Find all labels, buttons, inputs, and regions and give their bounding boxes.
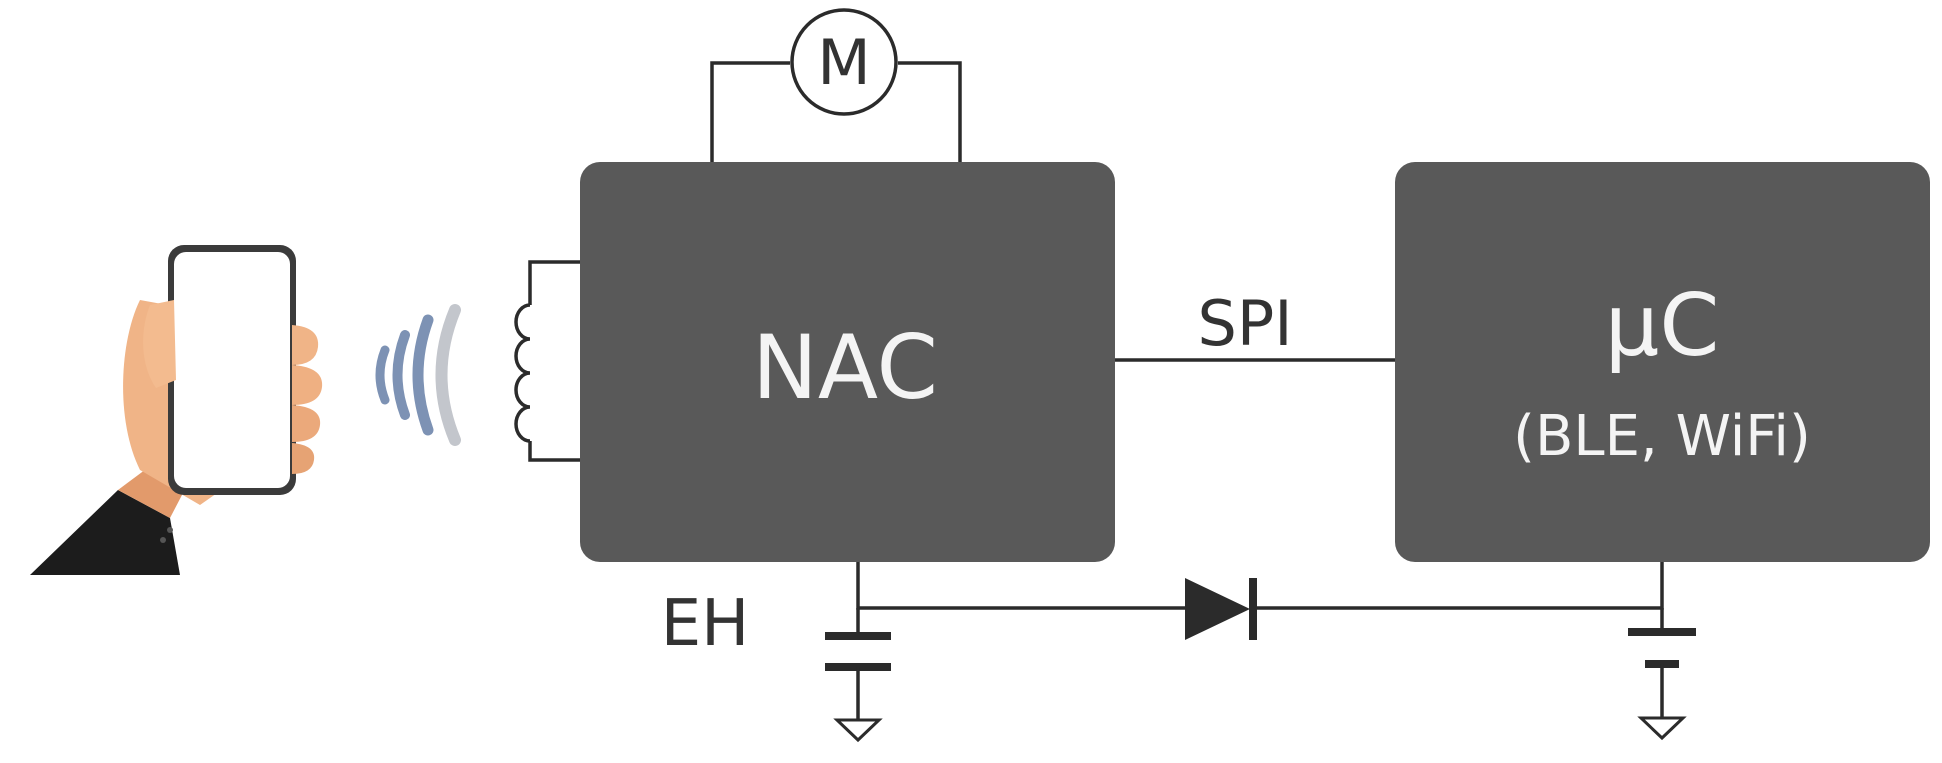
ground-icon (833, 718, 883, 743)
capacitor-icon (1628, 608, 1696, 718)
motor-wire (710, 61, 962, 162)
capacitor-icon (825, 608, 891, 720)
nfc-wave-icon (375, 304, 461, 446)
antenna-coil-icon (514, 260, 580, 462)
power-rail (856, 562, 1664, 610)
spi-bus: SPI (1115, 287, 1395, 362)
hand-holding-phone-icon (30, 245, 323, 575)
spi-label: SPI (1197, 287, 1292, 360)
ground-icon (1637, 716, 1687, 741)
nac-label: NAC (752, 316, 938, 419)
mcu-block: μC (BLE, WiFi) (1395, 162, 1930, 562)
mcu-label: μC (1605, 276, 1720, 376)
mcu-sublabel: (BLE, WiFi) (1513, 404, 1811, 469)
motor-icon: M (790, 8, 898, 116)
nac-block: NAC (580, 162, 1115, 562)
motor-label: M (817, 26, 871, 99)
diode-icon (1185, 578, 1257, 640)
eh-label: EH (661, 587, 750, 661)
